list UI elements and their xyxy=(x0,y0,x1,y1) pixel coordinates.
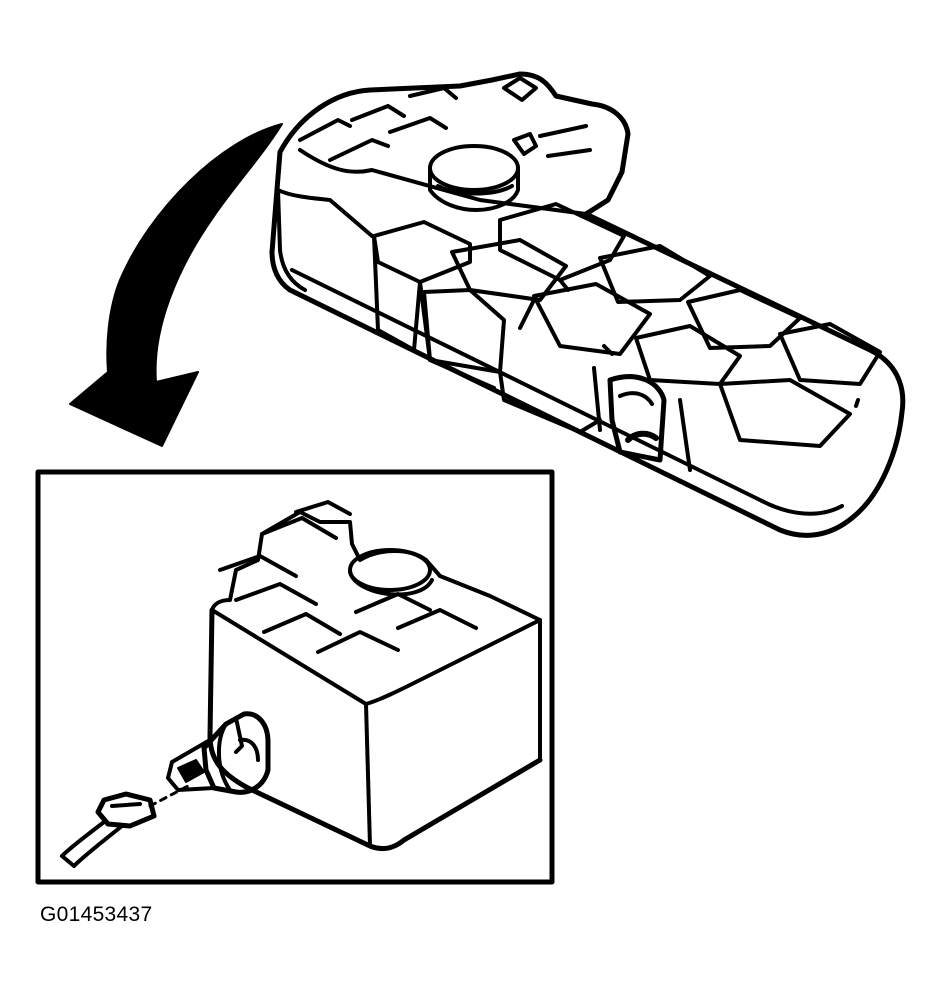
electrical-connector xyxy=(60,784,190,868)
coolant-reservoir xyxy=(269,71,906,538)
curved-pointer-arrow xyxy=(69,123,283,447)
figure-id-label: G01453437 xyxy=(40,903,153,926)
sensor-detail-inset xyxy=(35,469,555,885)
level-sensor xyxy=(166,711,271,795)
reservoir-cap xyxy=(428,76,538,212)
